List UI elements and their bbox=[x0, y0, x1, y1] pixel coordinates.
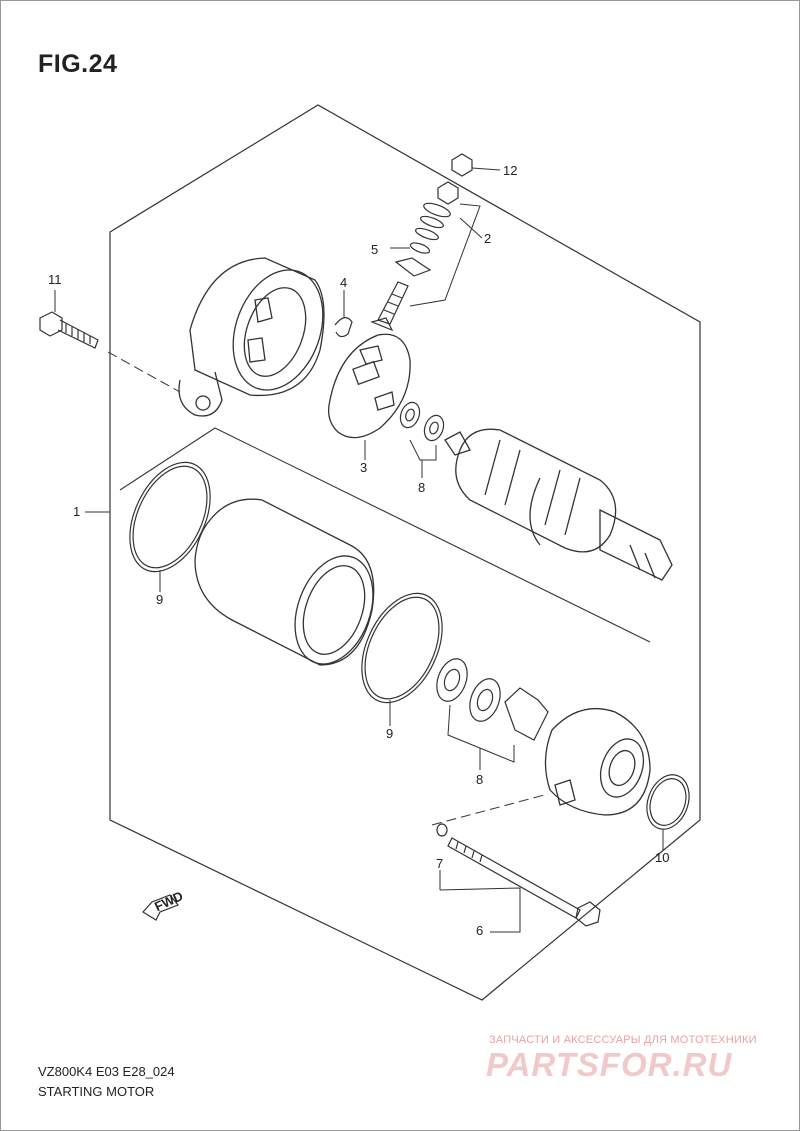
watermark-tagline: ЗАПЧАСТИ И АКСЕССУАРЫ ДЛЯ МОТОТЕХНИКИ bbox=[489, 1034, 757, 1046]
housing-guide-lines bbox=[119, 427, 651, 643]
model-code: VZ800K4 E03 E28_024 bbox=[38, 1064, 175, 1079]
callout-9-upper: 9 bbox=[156, 592, 163, 607]
end-cover bbox=[178, 257, 325, 417]
callout-9-lower: 9 bbox=[386, 726, 393, 741]
washers-8-lower bbox=[436, 658, 549, 770]
washer-7 bbox=[436, 823, 521, 933]
callout-2: 2 bbox=[484, 231, 491, 246]
callout-12: 12 bbox=[503, 163, 517, 178]
clip-4 bbox=[334, 290, 353, 338]
callout-8-upper: 8 bbox=[418, 480, 425, 495]
figure-title: FIG.24 bbox=[38, 50, 118, 78]
fwd-arrow-icon: FWD bbox=[142, 888, 185, 921]
o-ring-10 bbox=[646, 774, 690, 850]
long-bolt-6 bbox=[431, 793, 601, 927]
callout-6: 6 bbox=[476, 923, 483, 938]
callout-5: 5 bbox=[371, 242, 378, 257]
front-cover bbox=[544, 708, 651, 816]
callout-4: 4 bbox=[340, 275, 347, 290]
callout-8-lower: 8 bbox=[476, 772, 483, 787]
watermark-logo: PARTSFOR.RU bbox=[486, 1046, 733, 1083]
washer-stack-2 bbox=[390, 181, 483, 307]
callout-3: 3 bbox=[360, 460, 367, 475]
o-ring-9-lower bbox=[361, 592, 443, 726]
armature bbox=[444, 428, 673, 581]
nut-12 bbox=[451, 153, 501, 177]
callout-11: 11 bbox=[48, 272, 62, 287]
callout-10: 10 bbox=[655, 850, 669, 865]
terminal-stud bbox=[370, 281, 409, 332]
brush-plate-3 bbox=[327, 333, 411, 460]
figure-name: STARTING MOTOR bbox=[38, 1084, 155, 1099]
o-ring-9-upper bbox=[129, 461, 211, 592]
washers-8-upper bbox=[399, 401, 445, 478]
bolt-11 bbox=[39, 290, 181, 393]
assembly-outline bbox=[109, 104, 701, 1001]
yoke-housing bbox=[194, 498, 375, 666]
callout-7: 7 bbox=[436, 856, 443, 871]
fwd-label: FWD bbox=[152, 888, 185, 914]
callout-1: 1 bbox=[73, 504, 80, 519]
